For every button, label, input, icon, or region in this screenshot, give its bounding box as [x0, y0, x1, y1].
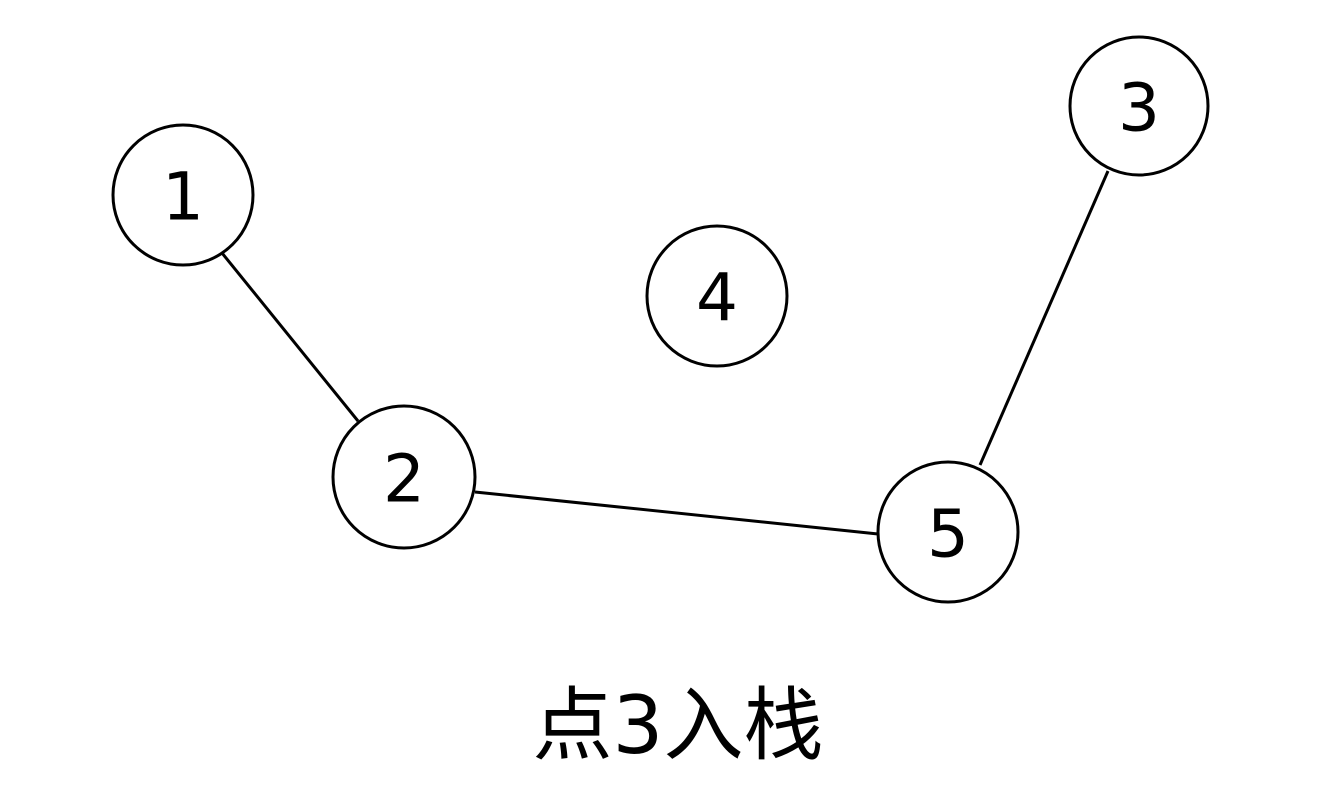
node-circle-5[interactable]: [876, 460, 1020, 604]
graph-node-3[interactable]: 3: [1068, 35, 1210, 177]
graph-edge-2-5: [474, 490, 879, 536]
graph-node-2[interactable]: 2: [331, 404, 477, 550]
edge-layer: [220, 170, 1110, 536]
node-label-3: 3: [1118, 70, 1160, 147]
node-circle-1[interactable]: [111, 123, 255, 267]
graph-edge-3-5: [978, 170, 1110, 466]
node-label-5: 5: [927, 496, 969, 573]
graph-node-5[interactable]: 5: [876, 460, 1020, 604]
node-label-1: 1: [162, 159, 204, 236]
node-label-4: 4: [696, 260, 738, 337]
node-circle-2[interactable]: [331, 404, 477, 550]
node-label-2: 2: [383, 441, 425, 518]
graph-node-4[interactable]: 4: [645, 224, 789, 368]
caption-label: 点3入栈: [533, 679, 824, 772]
graph-edge-1-2: [220, 252, 360, 422]
graph-node-1[interactable]: 1: [111, 123, 255, 267]
node-layer: 1 2 3 4 5: [111, 35, 1210, 604]
node-circle-3[interactable]: [1068, 35, 1210, 177]
node-circle-4[interactable]: [645, 224, 789, 368]
